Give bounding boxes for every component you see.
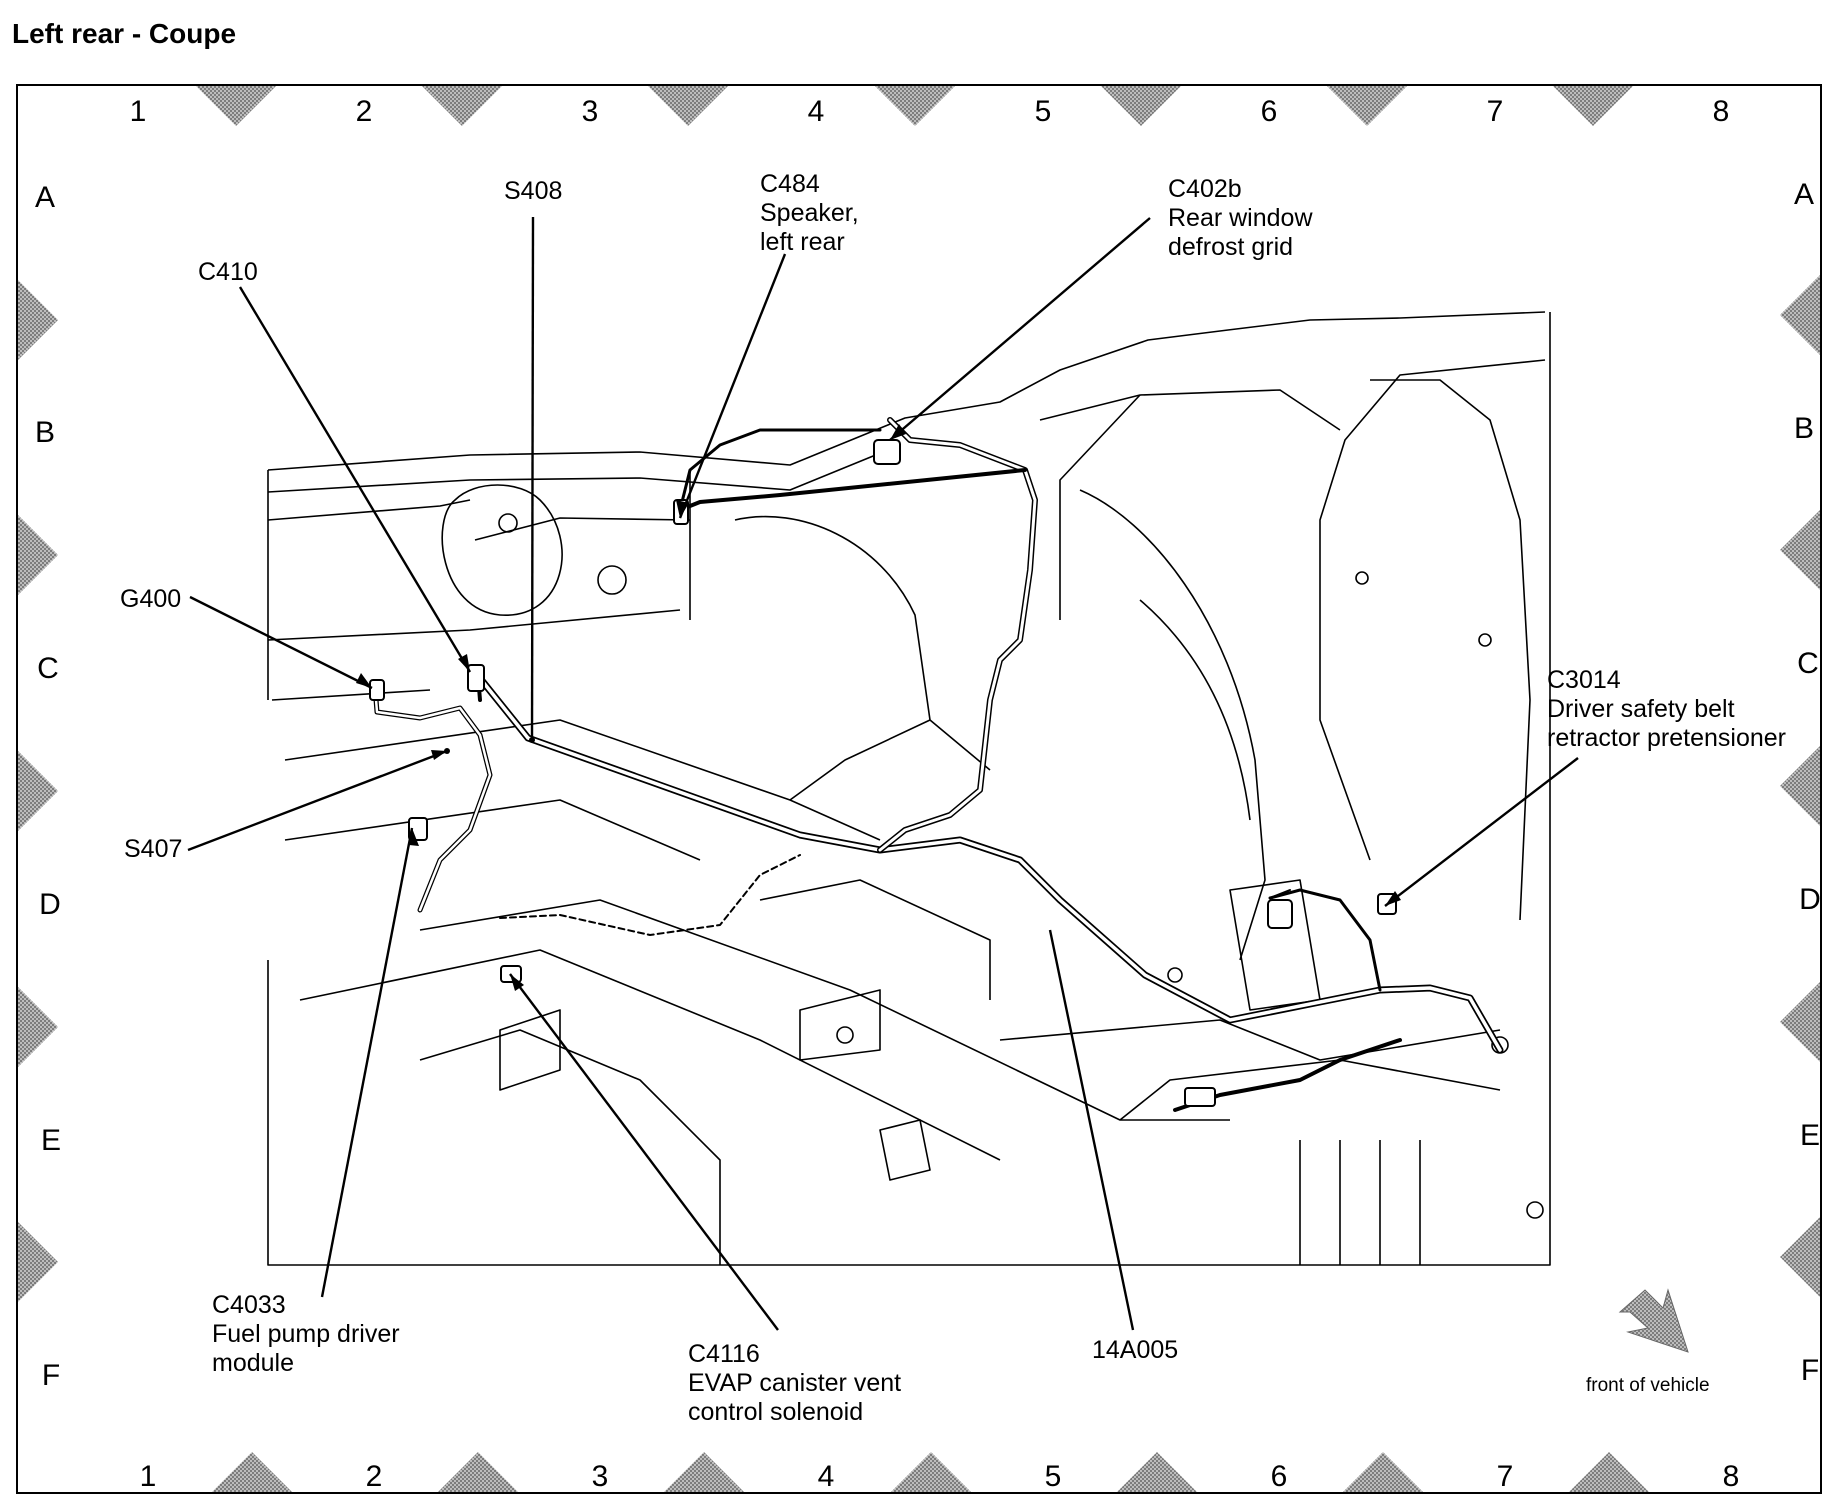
leader-c4116	[509, 973, 779, 1331]
callout-s407: S407	[124, 835, 182, 864]
column-label-top-3: 3	[581, 95, 599, 128]
callout-s408-line-1: S408	[504, 177, 563, 205]
column-label-bottom-8: 8	[1722, 1460, 1740, 1493]
callout-c4116-line-1: C4116	[688, 1340, 760, 1368]
row-label-right-b: B	[1793, 412, 1814, 445]
row-label-left-a: A	[34, 181, 55, 214]
callout-c484-line-3: left rear	[760, 228, 845, 256]
row-label-left-d: D	[39, 888, 61, 921]
leader-s407	[187, 749, 448, 852]
row-label-left-b: B	[34, 416, 55, 449]
column-label-bottom-2: 2	[365, 1460, 383, 1493]
column-label-top-4: 4	[807, 95, 825, 128]
callout-c402b-line-1: C402b	[1168, 175, 1242, 203]
callout-c484-line-2: Speaker,	[760, 199, 859, 227]
row-label-right-e: E	[1799, 1119, 1820, 1152]
leader-14a005	[1048, 929, 1135, 1331]
row-label-right-d: D	[1799, 883, 1821, 916]
callout-c4116-line-3: control solenoid	[688, 1398, 864, 1426]
callout-c410-line-1: C410	[198, 258, 258, 286]
row-label-right-f: F	[1800, 1354, 1820, 1387]
column-label-top-2: 2	[355, 95, 373, 128]
callout-c402b-line-2: Rear window	[1168, 204, 1313, 232]
callout-c3014-line-1: C3014	[1547, 666, 1621, 694]
callout-c4033-line-1: C4033	[212, 1291, 286, 1319]
column-label-top-7: 7	[1486, 95, 1504, 128]
column-label-bottom-3: 3	[591, 1460, 609, 1493]
callout-c402b: C402b Rear window defrost grid	[1168, 175, 1313, 262]
leader-c3014	[1384, 757, 1579, 907]
column-label-top-6: 6	[1260, 95, 1278, 128]
leader-arrowheads	[356, 424, 1401, 991]
leader-c4033	[320, 827, 414, 1298]
callout-c3014-line-3: retractor pretensioner	[1547, 724, 1787, 752]
connector-c402b-icon	[873, 439, 901, 465]
row-label-left-e: E	[40, 1124, 61, 1157]
callout-c484-line-1: C484	[760, 170, 820, 198]
connector-c3014-mate-icon	[1267, 899, 1293, 929]
zone-markers-right	[1780, 275, 1820, 1297]
callout-g400-line-1: G400	[120, 585, 182, 613]
leader-c410	[238, 286, 472, 673]
callout-s408: S408	[504, 177, 562, 206]
leader-lines	[187, 216, 1579, 1331]
row-label-right-a: A	[1793, 178, 1814, 211]
callout-g400: G400	[120, 585, 181, 614]
callout-c484: C484 Speaker, left rear	[760, 170, 859, 257]
column-label-top-1: 1	[129, 95, 147, 128]
harness-clip-icon	[1184, 1087, 1216, 1107]
column-label-bottom-4: 4	[817, 1460, 835, 1493]
diagram-frame	[16, 84, 1822, 1494]
leader-g400	[189, 595, 373, 690]
callout-c4033-line-2: Fuel pump driver	[212, 1320, 400, 1348]
callout-c4033: C4033 Fuel pump driver module	[212, 1291, 400, 1378]
ground-g400-icon	[369, 679, 385, 701]
leader-s408	[530, 216, 535, 741]
row-label-right-c: C	[1797, 647, 1819, 680]
column-label-bottom-5: 5	[1044, 1460, 1062, 1493]
vehicle-structure	[267, 311, 1551, 1266]
row-label-left-c: C	[37, 652, 59, 685]
column-label-bottom-1: 1	[139, 1460, 157, 1493]
leader-c484	[678, 253, 787, 519]
callout-14a005-line-1: 14A005	[1092, 1336, 1179, 1364]
column-label-top-8: 8	[1712, 95, 1730, 128]
callout-c402b-line-3: defrost grid	[1168, 233, 1294, 261]
callout-c4116-line-2: EVAP canister vent	[688, 1369, 902, 1397]
connector-c410-icon	[467, 664, 485, 692]
front-of-vehicle-label: front of vehicle	[1586, 1375, 1710, 1396]
callout-s407-line-1: S407	[124, 835, 183, 863]
callout-c4116: C4116 EVAP canister vent control solenoi…	[688, 1340, 901, 1427]
harness-14a005	[372, 417, 1504, 1112]
callout-14a005: 14A005	[1092, 1336, 1178, 1365]
page-title: Left rear - Coupe	[12, 18, 237, 49]
zone-markers-top	[196, 86, 1633, 126]
front-of-vehicle-arrow-icon	[1618, 1288, 1689, 1353]
callout-c3014: C3014 Driver safety belt retractor prete…	[1547, 666, 1786, 753]
callout-c3014-line-2: Driver safety belt	[1547, 695, 1735, 723]
zone-markers-left	[18, 280, 58, 1302]
callout-c410: C410	[198, 258, 258, 287]
column-label-top-5: 5	[1034, 95, 1052, 128]
leader-c402b	[889, 217, 1151, 441]
column-label-bottom-6: 6	[1270, 1460, 1288, 1493]
row-label-left-f: F	[41, 1359, 61, 1392]
column-label-bottom-7: 7	[1496, 1460, 1514, 1493]
callout-c4033-line-3: module	[212, 1349, 294, 1377]
zone-markers-bottom	[212, 1452, 1649, 1492]
